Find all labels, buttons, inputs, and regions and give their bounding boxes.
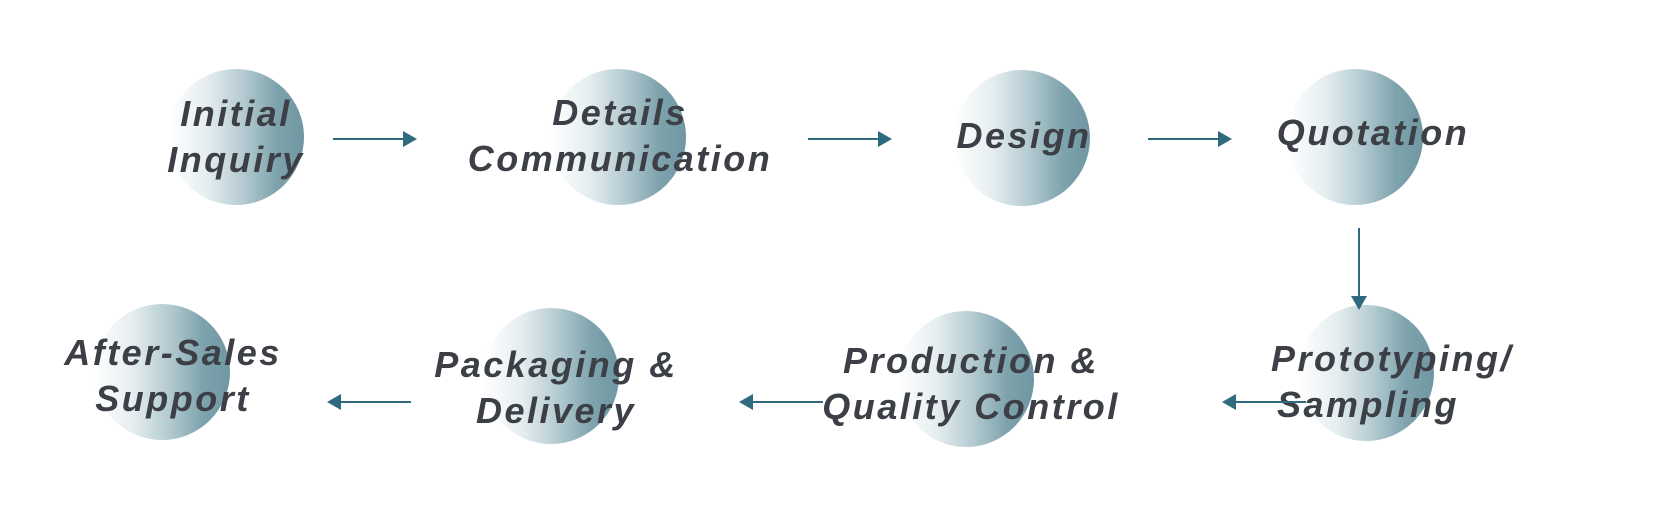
step-circle <box>954 70 1090 206</box>
step-packaging-delivery <box>483 308 619 444</box>
step-quotation <box>1287 69 1423 205</box>
arrow-head <box>403 131 417 147</box>
arrow-head <box>1218 131 1232 147</box>
step-design <box>954 70 1090 206</box>
arrow-icon <box>327 394 413 410</box>
step-after-sales-support <box>94 304 230 440</box>
step-label-line: Packaging & <box>434 344 678 385</box>
arrow-icon <box>1148 131 1234 147</box>
arrow-head <box>878 131 892 147</box>
step-label-design: Design <box>956 113 1091 159</box>
arrow-shaft <box>1148 138 1220 140</box>
step-label-prototyping-sampling: Prototyping/ Sampling <box>1271 336 1513 428</box>
step-label-initial-inquiry: Initial Inquiry <box>167 91 305 183</box>
step-label-line: Prototyping/ <box>1271 338 1513 379</box>
step-production-quality-control <box>898 311 1034 447</box>
step-initial-inquiry <box>168 69 304 205</box>
step-label-line: Quality Control <box>822 386 1120 427</box>
step-label-packaging-delivery: Packaging & Delivery <box>434 342 678 434</box>
step-circle <box>1298 305 1434 441</box>
arrow-icon <box>739 394 825 410</box>
arrow-head <box>1351 296 1367 310</box>
arrow-shaft <box>751 401 823 403</box>
arrow-icon <box>1351 228 1367 312</box>
step-circle <box>483 308 619 444</box>
arrow-icon <box>333 131 419 147</box>
step-label-line: Initial <box>180 93 292 134</box>
step-label-line: Communication <box>467 138 773 179</box>
step-details-communication <box>550 69 686 205</box>
step-circle <box>94 304 230 440</box>
step-circle <box>898 311 1034 447</box>
step-label-line: Production & <box>843 340 1099 381</box>
arrow-head <box>1222 394 1236 410</box>
arrow-shaft <box>808 138 880 140</box>
step-label-line: Sampling <box>1277 384 1460 425</box>
step-circle <box>168 69 304 205</box>
step-label-line: Quotation <box>1276 112 1470 153</box>
arrow-shaft <box>339 401 411 403</box>
step-label-line: After-Sales <box>64 332 282 373</box>
step-label-details-communication: Details Communication <box>468 90 773 182</box>
step-circle <box>550 69 686 205</box>
step-label-line: Design <box>956 115 1092 156</box>
arrow-icon <box>1222 394 1308 410</box>
arrow-shaft <box>1358 228 1360 298</box>
arrow-icon <box>808 131 894 147</box>
step-prototyping-sampling <box>1298 305 1434 441</box>
step-label-line: Delivery <box>475 390 637 431</box>
arrow-head <box>327 394 341 410</box>
arrow-shaft <box>333 138 405 140</box>
step-label-after-sales-support: After-Sales Support <box>64 330 282 422</box>
step-label-line: Details <box>552 92 688 133</box>
step-label-quotation: Quotation <box>1277 110 1469 156</box>
step-circle <box>1287 69 1423 205</box>
step-label-production-quality-control: Production & Quality Control <box>822 338 1120 430</box>
arrow-head <box>739 394 753 410</box>
arrow-shaft <box>1234 401 1306 403</box>
step-label-line: Inquiry <box>167 139 305 180</box>
step-label-line: Support <box>95 378 251 419</box>
